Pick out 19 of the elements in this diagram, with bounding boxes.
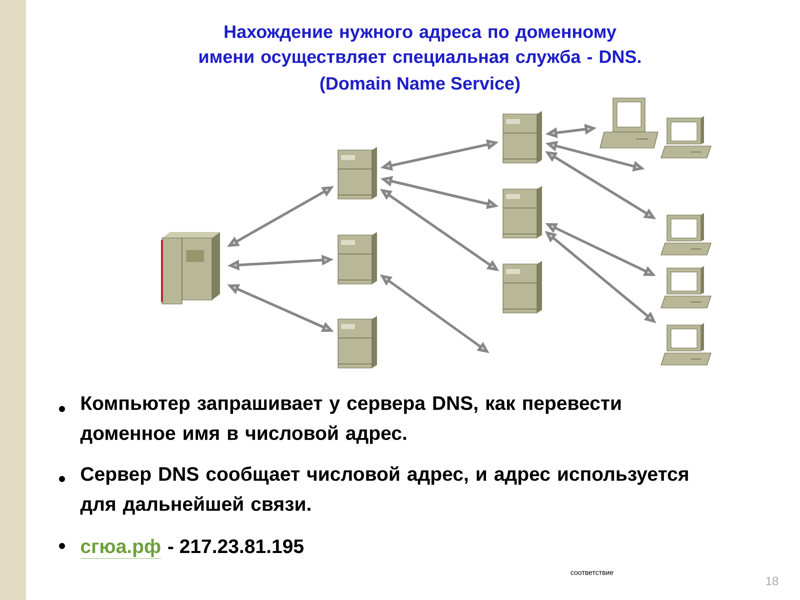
computer-drawing bbox=[660, 323, 712, 366]
server-drawing bbox=[338, 147, 377, 200]
bullet-text: Компьютер запрашивает у сервера DNS, как перевести доменное имя в числовой адрес. bbox=[80, 396, 621, 444]
server-drawing bbox=[502, 186, 542, 238]
mainframe-drawing bbox=[161, 232, 220, 304]
page-number: 18 bbox=[766, 576, 778, 586]
server-drawing bbox=[502, 261, 542, 314]
computer-drawing bbox=[660, 213, 712, 256]
title: Нахождение нужного адреса по доменному имени осуществляет специальная служба - DNS. bbox=[200, 26, 640, 67]
subtitle: (Domain Name Service) bbox=[320, 76, 520, 94]
server-drawing bbox=[338, 316, 377, 368]
computer-drawing bbox=[660, 116, 712, 158]
address-text: - 217.23.81.195 bbox=[168, 539, 304, 554]
computer-drawing bbox=[600, 98, 658, 148]
bullet-text: Сервер DNS сообщает числовой адрес, и адрес используется для дальнейшей связи. bbox=[80, 466, 688, 515]
link: сгюа.рф bbox=[80, 538, 162, 559]
computer-drawing bbox=[660, 266, 712, 308]
server-drawing bbox=[502, 111, 542, 164]
server-drawing bbox=[338, 232, 377, 284]
